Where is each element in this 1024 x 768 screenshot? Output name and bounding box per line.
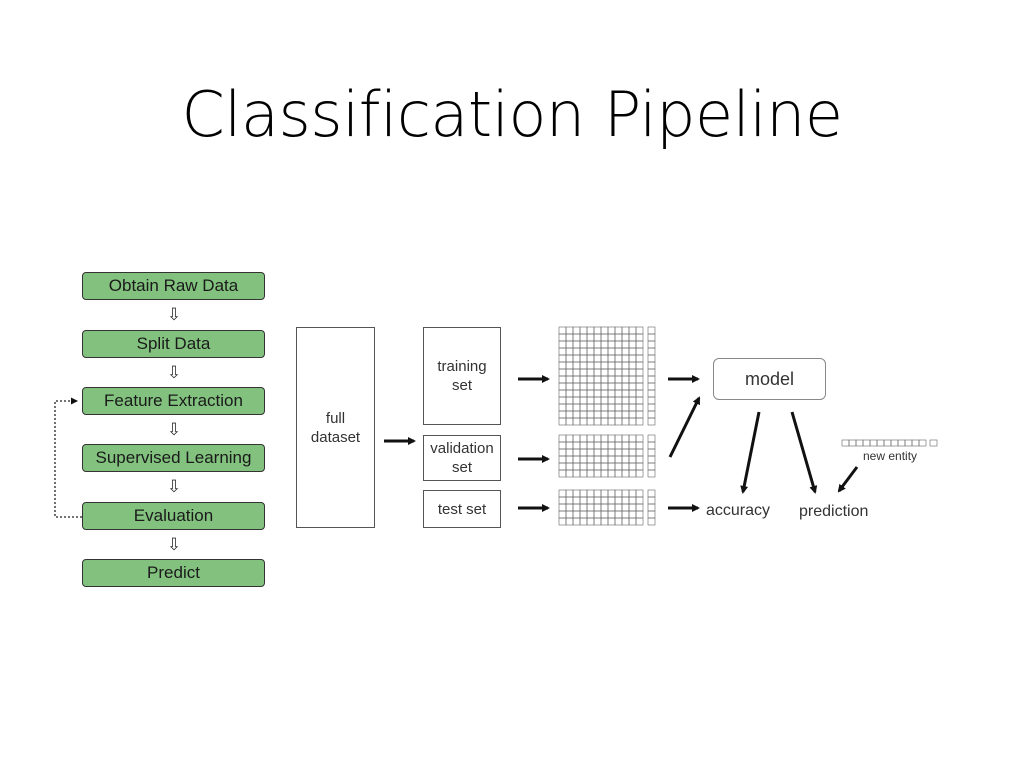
- full-dataset-box: full dataset: [296, 327, 375, 528]
- step-predict: Predict: [82, 559, 265, 587]
- down-arrow-icon: ⇩: [166, 305, 182, 324]
- validation-set-box: validation set: [423, 435, 501, 481]
- prediction-label: prediction: [799, 503, 869, 520]
- test-set-box: test set: [423, 490, 501, 528]
- test-data-grid: [558, 489, 656, 526]
- down-arrow-icon: ⇩: [166, 535, 182, 554]
- new-entity-grid: [841, 439, 938, 447]
- training-set-box: training set: [423, 327, 501, 425]
- accuracy-label: accuracy: [706, 502, 771, 519]
- training-data-grid: [558, 326, 656, 426]
- model-box: model: [713, 358, 826, 400]
- slide-title: Classification Pipeline: [181, 78, 843, 151]
- data-row-grids: [558, 326, 938, 526]
- down-arrow-icon: ⇩: [166, 363, 182, 382]
- step-supervised-learning: Supervised Learning: [82, 444, 265, 472]
- arrow-model-to-prediction: [790, 411, 818, 494]
- validation-data-grid: [558, 434, 656, 478]
- feedback-loop-arrow: [54, 397, 82, 518]
- step-obtain-raw-data: Obtain Raw Data: [82, 272, 265, 300]
- step-feature-extraction: Feature Extraction: [82, 387, 265, 415]
- arrow-model-to-accuracy: [740, 411, 761, 494]
- down-arrow-icon: ⇩: [166, 420, 182, 439]
- arrow-new-entity-to-prediction: [837, 466, 859, 493]
- new-entity-label: new entity: [863, 449, 918, 463]
- step-split-data: Split Data: [82, 330, 265, 358]
- arrow-validation-to-model: [668, 396, 701, 458]
- step-evaluation: Evaluation: [82, 502, 265, 530]
- down-arrow-icon: ⇩: [166, 477, 182, 496]
